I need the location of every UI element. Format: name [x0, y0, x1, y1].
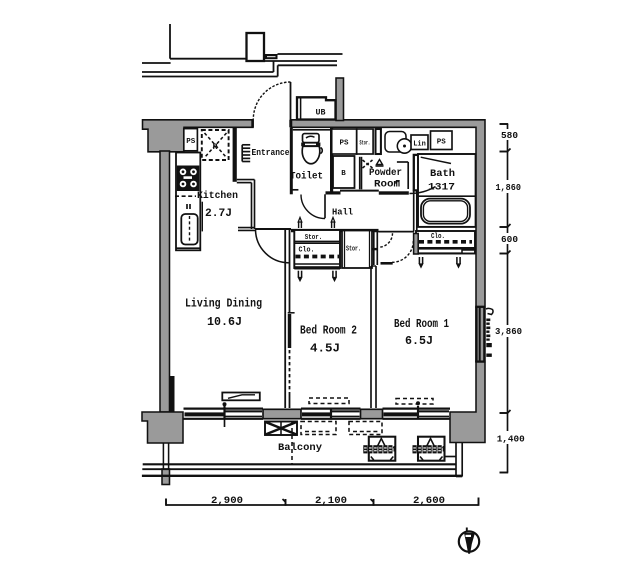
svg-text:Kitchen: Kitchen: [197, 190, 238, 202]
svg-text:580: 580: [501, 130, 518, 141]
svg-text:6.5J: 6.5J: [405, 334, 433, 348]
svg-text:10.6J: 10.6J: [207, 315, 242, 329]
svg-text:Bath: Bath: [430, 168, 455, 180]
svg-text:R: R: [213, 143, 218, 152]
svg-text:B: B: [341, 170, 346, 178]
svg-text:Entrance: Entrance: [252, 147, 290, 158]
svg-text:Bed Room 1: Bed Room 1: [394, 317, 449, 331]
svg-text:Clo.: Clo.: [431, 233, 445, 241]
svg-text:PS: PS: [437, 139, 447, 147]
svg-text:Bed Room 2: Bed Room 2: [300, 324, 357, 338]
svg-text:3,860: 3,860: [495, 326, 522, 337]
svg-text:Room: Room: [374, 180, 400, 191]
svg-text:1317: 1317: [428, 183, 455, 194]
svg-text:Clo.: Clo.: [299, 247, 315, 255]
svg-text:Hall: Hall: [332, 207, 353, 218]
svg-text:Powder: Powder: [369, 167, 402, 179]
svg-text:1,860: 1,860: [495, 182, 521, 193]
svg-text:Stor.: Stor.: [346, 246, 361, 254]
svg-text:Toilet: Toilet: [290, 171, 323, 183]
svg-text:Stor.: Stor.: [360, 140, 371, 147]
svg-text:UB: UB: [316, 109, 326, 118]
svg-text:2,600: 2,600: [413, 496, 445, 507]
svg-text:PS: PS: [339, 140, 349, 148]
svg-text:2,900: 2,900: [211, 496, 243, 507]
svg-text:1,400: 1,400: [497, 434, 525, 445]
svg-text:2,100: 2,100: [315, 496, 347, 507]
svg-text:Stor.: Stor.: [305, 234, 323, 242]
svg-text:Living Dining: Living Dining: [185, 297, 262, 311]
svg-text:Lin: Lin: [413, 141, 426, 149]
svg-text:4.5J: 4.5J: [310, 342, 340, 356]
svg-text:2.7J: 2.7J: [205, 208, 232, 220]
svg-text:Balcony: Balcony: [278, 442, 322, 454]
svg-text:600: 600: [501, 234, 518, 245]
svg-text:PS: PS: [186, 138, 196, 146]
